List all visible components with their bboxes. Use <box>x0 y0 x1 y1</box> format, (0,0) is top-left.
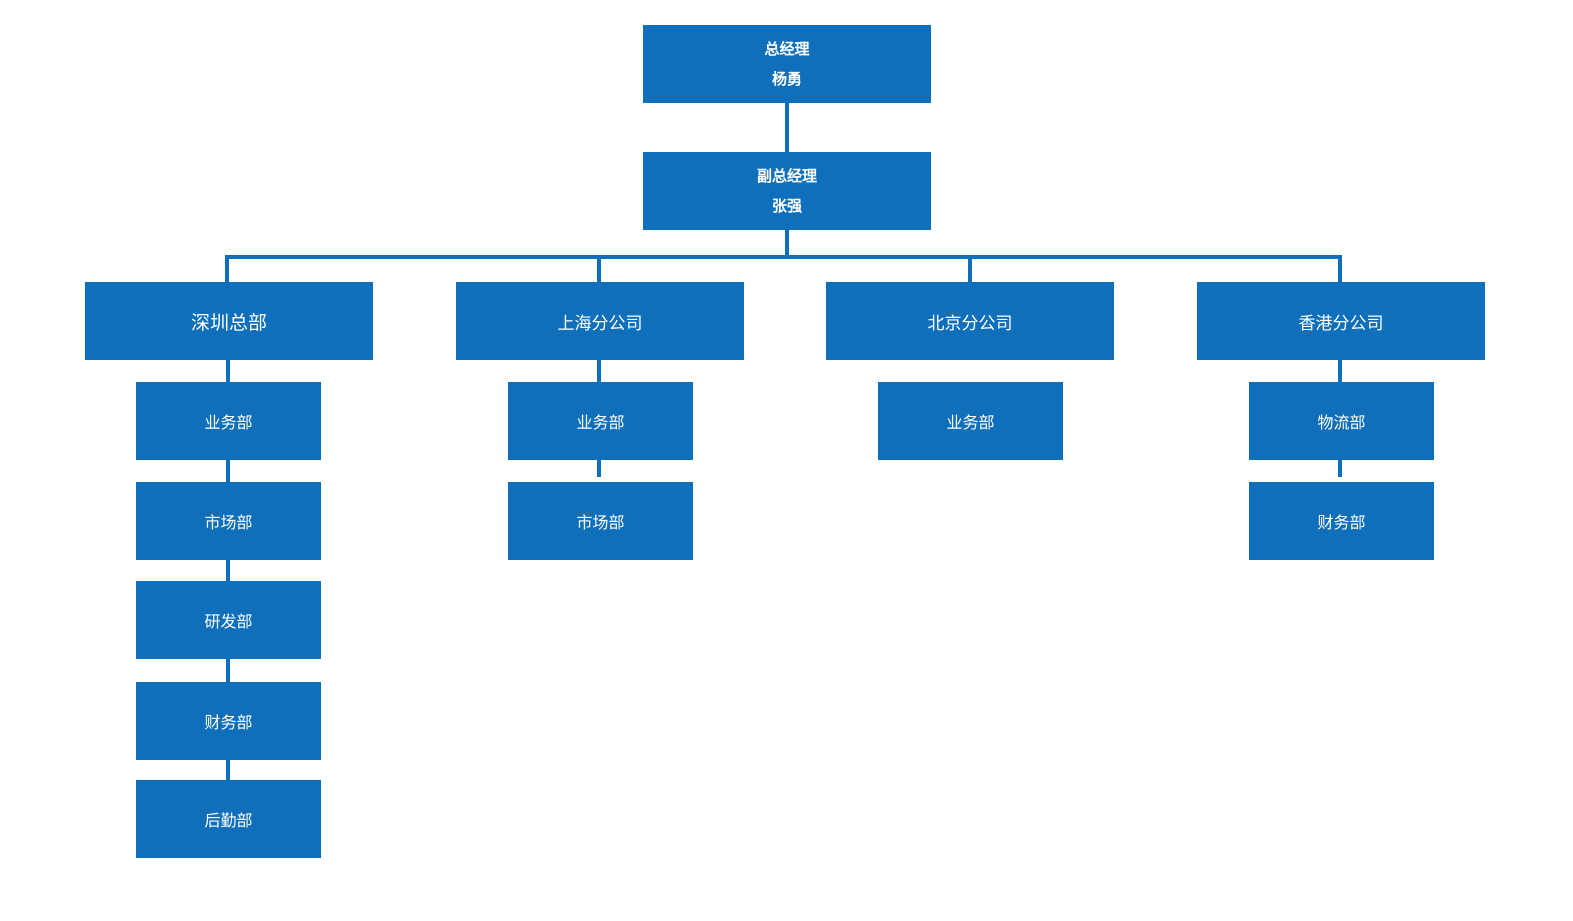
department-node-shenzhen[interactable]: 财务部 <box>136 682 321 760</box>
department-label: 财务部 <box>1317 513 1366 532</box>
branch-label: 香港分公司 <box>1298 313 1384 334</box>
connector-hongkong-dept <box>1338 360 1342 383</box>
department-node-shanghai[interactable]: 业务部 <box>508 382 693 460</box>
deputy-manager-title: 副总经理 <box>756 167 817 185</box>
connector-hongkong-dept <box>1338 460 1342 477</box>
branch-node-shanghai[interactable]: 上海分公司 <box>456 282 744 360</box>
branch-node-beijing[interactable]: 北京分公司 <box>826 282 1114 360</box>
connector-bus-shanghai <box>597 255 601 283</box>
deputy-manager-node[interactable]: 副总经理 张强 <box>643 152 931 230</box>
connector-shanghai-dept <box>597 360 601 383</box>
department-label: 业务部 <box>576 413 625 432</box>
department-node-hongkong[interactable]: 财务部 <box>1249 482 1434 560</box>
department-label: 物流部 <box>1317 413 1366 432</box>
department-node-shenzhen[interactable]: 市场部 <box>136 482 321 560</box>
department-label: 后勤部 <box>204 811 253 830</box>
connector-bus-shenzhen <box>225 255 229 283</box>
department-node-shenzhen[interactable]: 业务部 <box>136 382 321 460</box>
deputy-manager-name: 张强 <box>771 197 802 215</box>
connector-deputy-bus <box>785 229 789 257</box>
department-label: 财务部 <box>204 713 253 732</box>
connector-shenzhen-dept <box>226 759 230 781</box>
connector-horizontal-bus <box>225 255 1342 259</box>
branch-label: 北京分公司 <box>927 313 1013 334</box>
department-node-shenzhen[interactable]: 后勤部 <box>136 780 321 858</box>
department-label: 研发部 <box>204 612 253 631</box>
department-label: 业务部 <box>204 413 253 432</box>
general-manager-name: 杨勇 <box>771 70 802 88</box>
connector-shenzhen-dept <box>226 460 230 483</box>
connector-shanghai-dept <box>597 460 601 477</box>
branch-label: 上海分公司 <box>557 313 643 334</box>
branch-node-shenzhen[interactable]: 深圳总部 <box>85 282 373 360</box>
connector-bus-beijing <box>968 255 972 283</box>
connector-shenzhen-dept <box>226 560 230 582</box>
general-manager-node[interactable]: 总经理 杨勇 <box>643 25 931 103</box>
department-label: 业务部 <box>946 413 995 432</box>
general-manager-title: 总经理 <box>764 40 810 58</box>
department-label: 市场部 <box>204 513 253 532</box>
connector-shenzhen-dept <box>226 360 230 383</box>
connector-shenzhen-dept <box>226 659 230 683</box>
department-label: 市场部 <box>576 513 625 532</box>
branch-node-hongkong[interactable]: 香港分公司 <box>1197 282 1485 360</box>
department-node-shenzhen[interactable]: 研发部 <box>136 581 321 659</box>
department-node-beijing[interactable]: 业务部 <box>878 382 1063 460</box>
department-node-hongkong[interactable]: 物流部 <box>1249 382 1434 460</box>
connector-gm-deputy <box>785 103 789 152</box>
branch-label: 深圳总部 <box>190 311 267 334</box>
department-node-shanghai[interactable]: 市场部 <box>508 482 693 560</box>
connector-bus-hongkong <box>1338 255 1342 283</box>
